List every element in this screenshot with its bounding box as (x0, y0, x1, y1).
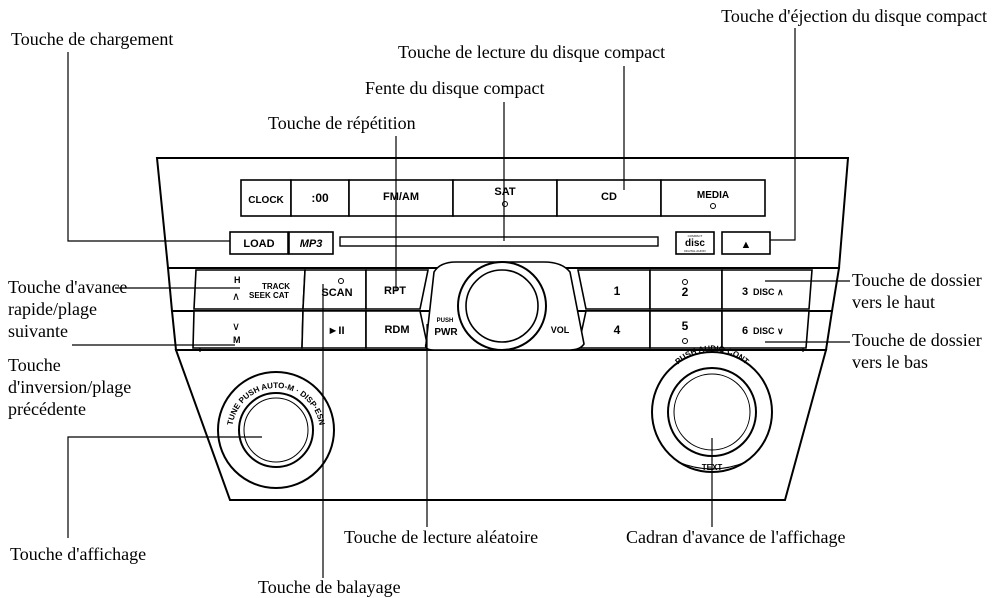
random-callout: Touche de lecture aléatoire (344, 527, 538, 547)
disc-down-label: DISC ∨ (753, 326, 784, 336)
pwr-label: PWR (434, 327, 458, 338)
slot-callout: Fente du disque compact (365, 78, 544, 98)
display-leader (67, 436, 262, 538)
disc-up-label: DISC ∧ (753, 287, 784, 297)
load-button[interactable] (229, 231, 289, 255)
vol-label: VOL (551, 325, 570, 335)
display-knob[interactable] (238, 392, 314, 468)
power-volume-knob-inner (465, 269, 539, 343)
play-pause-label: ►II (328, 325, 345, 337)
clock-label: CLOCK (248, 195, 284, 206)
preset-1-label: 1 (614, 284, 621, 298)
preset-6-label: 6 (742, 325, 748, 337)
display-knob-inner (243, 397, 309, 463)
mp3-badge (288, 231, 334, 255)
zero-button[interactable] (290, 179, 350, 217)
push-label: PUSH (437, 318, 454, 324)
eject-callout: Touche d'éjection du disque compact (721, 6, 987, 26)
folder-down-callout-2: vers le bas (852, 352, 928, 372)
folder-down-callout-1: Touche de dossier (852, 330, 982, 350)
track-m-label: M (233, 335, 241, 345)
display-callout: Touche d'affichage (10, 544, 146, 564)
scan-callout: Touche de balayage (258, 577, 401, 597)
up-arrow-label: ∧ (232, 291, 240, 303)
load-callout: Touche de chargement (11, 29, 173, 49)
callouts: Touche d'éjection du disque compact Touc… (8, 6, 987, 597)
scan-label: SCAN (321, 287, 352, 299)
rpt-button[interactable] (365, 269, 429, 310)
repeat-callout: Touche de répétition (268, 113, 416, 133)
disc-slot[interactable] (339, 236, 659, 247)
folder-up-callout-2: vers le haut (852, 292, 935, 312)
preset-5-label: 5 (682, 319, 689, 333)
eject-leader (770, 28, 796, 241)
fmam-label: FM/AM (383, 191, 419, 203)
scroll-callout: Cadran d'avance de l'affichage (626, 527, 846, 547)
bottom-button-strip: ∨ M ►II RDM 4 5 6 DISC ∨ (192, 310, 810, 349)
clock-button[interactable] (240, 179, 292, 217)
load-label: LOAD (243, 238, 274, 250)
slot-row: LOAD MP3 disc COMPACT DIGITAL AUDIO ▲ (229, 231, 771, 255)
leader-lines (67, 28, 850, 578)
preset-3-button[interactable] (721, 269, 813, 310)
disc-logo-bottom: DIGITAL AUDIO (684, 249, 706, 253)
power-volume-area: PUSH PWR VOL (424, 261, 585, 351)
preset-4-label: 4 (614, 323, 621, 337)
load-leader (67, 52, 230, 242)
media-button[interactable] (660, 179, 766, 217)
media-label: MEDIA (697, 190, 729, 201)
preset-2-label: 2 (682, 285, 689, 299)
folder-up-callout-1: Touche de dossier (852, 270, 982, 290)
down-arrow-label: ∨ (232, 321, 240, 333)
disc-logo-text: disc (685, 238, 705, 249)
sat-indicator (502, 201, 508, 207)
eject-button[interactable] (721, 231, 771, 255)
rev-callout-2: d'inversion/plage (8, 377, 131, 397)
cd-play-callout: Touche de lecture du disque compact (398, 42, 665, 62)
cd-label: CD (601, 191, 617, 203)
mp3-label: MP3 (300, 238, 323, 250)
eject-label: ▲ (741, 239, 752, 251)
mode-buttons: CLOCK :00 FM/AM SAT CD MEDIA (240, 179, 766, 217)
preset-2-indicator (682, 279, 688, 285)
media-indicator (710, 203, 716, 209)
preset-5-indicator (682, 338, 688, 344)
ff-callout-1: Touche d'avance (8, 277, 127, 297)
preset-3-label: 3 (742, 286, 748, 298)
track-down-button[interactable] (192, 310, 304, 349)
display-knob-group: TUNE PUSH AUTO-M · DISP·ESN (217, 371, 335, 489)
sat-button[interactable] (452, 179, 558, 217)
zero-label: :00 (311, 191, 329, 205)
top-button-strip: H TRACK SEEK CAT ∧ SCAN RPT 1 2 3 DISC ∧ (193, 269, 813, 310)
seekcat-label: SEEK CAT (249, 291, 289, 300)
ff-callout-2: rapide/plage (8, 299, 97, 319)
preset-6-button[interactable] (721, 310, 810, 349)
sat-label: SAT (494, 186, 515, 198)
track-label: TRACK (262, 282, 290, 291)
rpt-label: RPT (384, 285, 406, 297)
rev-callout-1: Touche (8, 355, 61, 375)
track-h-label: H (234, 275, 241, 285)
ff-callout-3: suivante (8, 321, 68, 341)
rdm-label: RDM (384, 324, 409, 336)
rev-callout-3: précédente (8, 399, 86, 419)
scan-indicator (338, 278, 344, 284)
compact-disc-logo (675, 231, 715, 255)
disc-logo-top: COMPACT (688, 234, 703, 238)
